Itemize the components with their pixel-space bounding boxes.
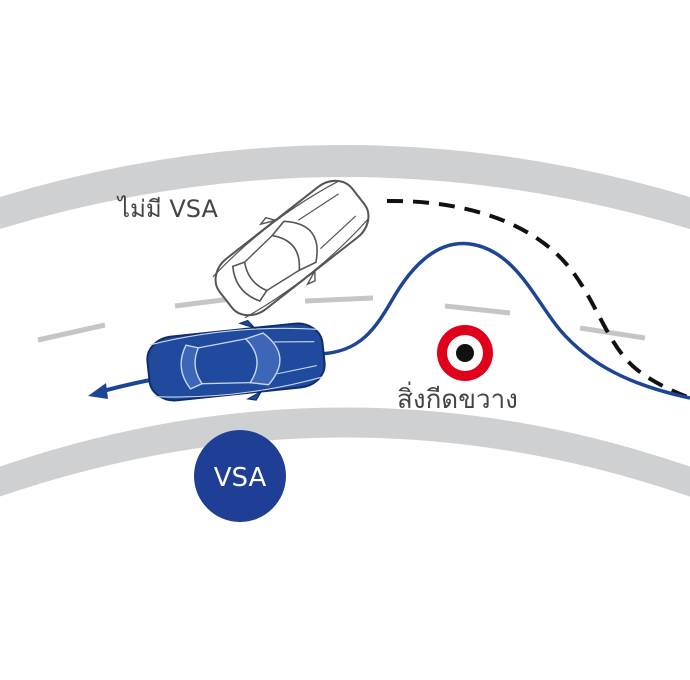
obstacle-label: สิ่งกีดขวาง bbox=[397, 381, 518, 415]
car-mirror bbox=[305, 268, 316, 286]
car-roof-line bbox=[202, 381, 251, 385]
car-side-detail bbox=[155, 376, 323, 398]
no-vsa-path bbox=[386, 198, 690, 400]
vsa-badge: VSA bbox=[194, 430, 286, 522]
car-rear-window bbox=[180, 344, 204, 390]
road bbox=[0, 145, 690, 497]
vsa-car bbox=[146, 319, 326, 402]
lane-dash bbox=[37, 322, 106, 343]
car-hood-line bbox=[320, 215, 357, 250]
lane-markings bbox=[37, 295, 646, 343]
lane-dash bbox=[304, 295, 374, 304]
lane-dash bbox=[444, 303, 511, 316]
arrow-head bbox=[88, 383, 108, 399]
car-side-detail bbox=[149, 327, 318, 346]
car-body bbox=[146, 322, 326, 402]
lower-road-edge bbox=[0, 407, 690, 497]
no-vsa-car bbox=[212, 179, 370, 319]
vsa-badge-label: VSA bbox=[214, 463, 267, 493]
car-roof-line bbox=[198, 338, 246, 349]
no-vsa-label: ไม่มี VSA bbox=[116, 195, 218, 223]
car-hood-line bbox=[277, 365, 317, 375]
car-side-detail bbox=[244, 218, 369, 319]
obstacle-center bbox=[456, 344, 474, 362]
car-hood-line bbox=[297, 193, 339, 221]
car-body bbox=[214, 179, 370, 317]
car-mirror bbox=[246, 389, 263, 401]
car-mirror bbox=[258, 216, 279, 226]
car-hood-line bbox=[274, 341, 315, 343]
car-roof-line bbox=[266, 269, 300, 292]
vsa-badge-circle bbox=[194, 430, 286, 522]
vsa-path bbox=[319, 241, 690, 400]
car-side-detail bbox=[212, 180, 339, 278]
car-windshield bbox=[270, 220, 318, 272]
upper-road-edge bbox=[0, 145, 690, 230]
car-windshield bbox=[244, 332, 281, 386]
lane-dash bbox=[579, 325, 646, 341]
car-mirror bbox=[238, 319, 257, 330]
obstacle-icon bbox=[437, 325, 493, 381]
car-roof-line bbox=[244, 235, 273, 263]
